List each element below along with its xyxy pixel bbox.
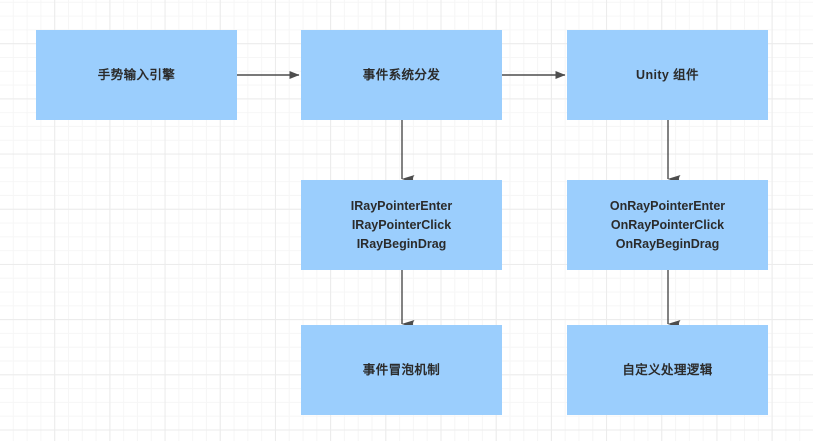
node-custom-handler-logic[interactable]: 自定义处理逻辑	[567, 325, 768, 415]
node-ray-callbacks[interactable]: OnRayPointerEnter OnRayPointerClick OnRa…	[567, 180, 768, 270]
node-unity-component[interactable]: Unity 组件	[567, 30, 768, 120]
node-ray-interfaces[interactable]: IRayPointerEnter IRayPointerClick IRayBe…	[301, 180, 502, 270]
node-label: 手势输入引擎	[97, 67, 176, 82]
node-label: 事件系统分发	[362, 67, 441, 82]
node-label: 事件冒泡机制	[362, 362, 441, 377]
node-label: OnRayPointerEnter OnRayPointerClick OnRa…	[609, 198, 726, 251]
node-label: Unity 组件	[636, 67, 699, 82]
node-event-bubbling[interactable]: 事件冒泡机制	[301, 325, 502, 415]
node-label: 自定义处理逻辑	[622, 362, 713, 377]
node-event-system-dispatch[interactable]: 事件系统分发	[301, 30, 502, 120]
node-gesture-input-engine[interactable]: 手势输入引擎	[36, 30, 237, 120]
node-label: IRayPointerEnter IRayPointerClick IRayBe…	[350, 198, 453, 251]
